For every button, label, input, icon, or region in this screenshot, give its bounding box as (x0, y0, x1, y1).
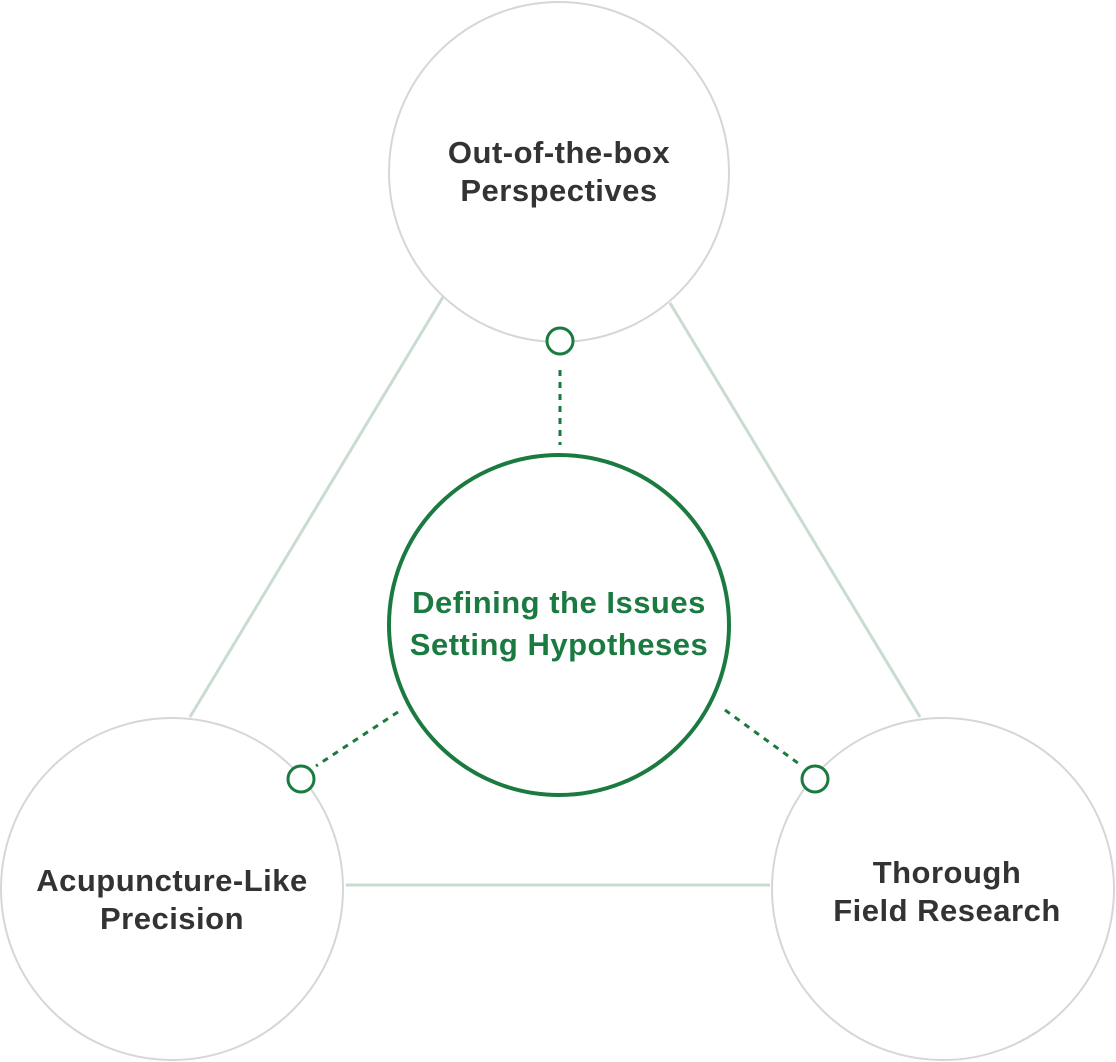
connector-top-right (668, 302, 922, 718)
dotted-link-right (724, 708, 803, 768)
label-left: Acupuncture-Like Precision (2, 862, 342, 938)
circle-left (0, 717, 344, 1061)
circle-right (771, 717, 1115, 1061)
label-top-line2: Perspectives (460, 173, 658, 208)
label-center: Defining the Issues Setting Hypotheses (389, 582, 729, 666)
node-ring-right (800, 764, 830, 794)
label-left-line1: Acupuncture-Like (36, 863, 308, 898)
label-right: Thorough Field Research (772, 854, 1116, 930)
label-right-line1: Thorough (872, 855, 1022, 890)
connector-top-left (188, 296, 445, 718)
node-ring-top (545, 326, 575, 356)
label-top-line1: Out-of-the-box (447, 135, 671, 170)
label-center-line2: Setting Hypotheses (409, 627, 709, 662)
circle-center (387, 453, 731, 797)
label-right-line2: Field Research (833, 893, 1061, 928)
label-top: Out-of-the-box Perspectives (389, 134, 729, 210)
node-ring-left (286, 764, 316, 794)
label-left-line2: Precision (99, 901, 245, 936)
label-center-line1: Defining the Issues (412, 585, 706, 620)
dotted-link-left (315, 710, 399, 768)
